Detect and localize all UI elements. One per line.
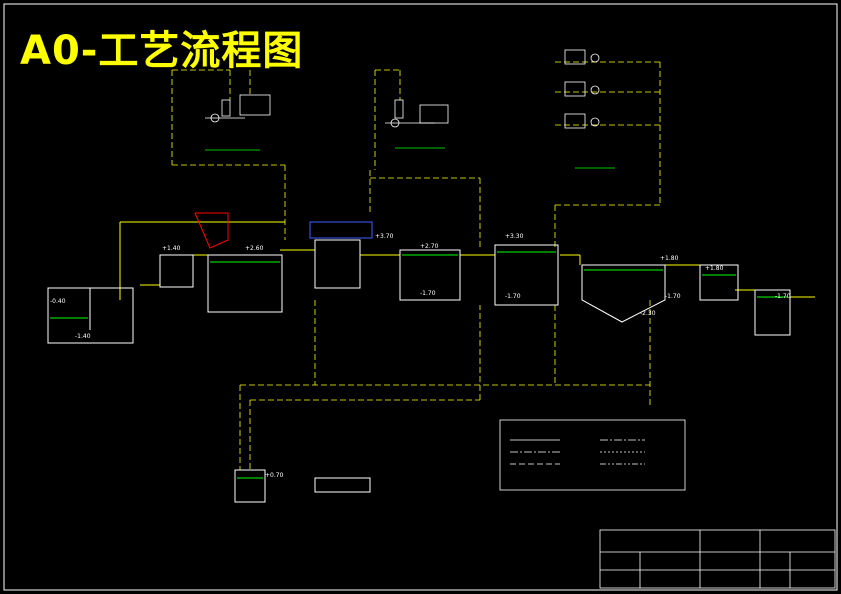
drawing-border [3, 3, 838, 591]
elev-label: -1.70 [775, 293, 791, 300]
legend [499, 419, 686, 491]
elevation-labels: +3.30 +2.70 +3.70 -1.70 -1.70 -1.70 -1.7… [50, 233, 791, 479]
elev-label: -1.70 [505, 293, 521, 300]
main-pipe [119, 221, 815, 300]
elev-label: -1.70 [420, 290, 436, 297]
sludge-tank [234, 469, 266, 503]
filter-tank [699, 264, 739, 301]
drawing-title: A0-工艺流程图 [20, 28, 304, 74]
dosing-unit-middle [374, 69, 449, 170]
regulating-tank [207, 254, 283, 313]
elev-label: -1.40 [75, 333, 91, 340]
elev-label: +1.40 [162, 245, 181, 252]
elev-label: +2.60 [245, 245, 264, 252]
water-levels [50, 251, 788, 479]
dosing-unit-right [555, 49, 661, 205]
elev-label: +3.70 [375, 233, 394, 240]
title-block [599, 529, 836, 589]
clarifier [581, 264, 666, 323]
oxidation-tank [314, 239, 361, 289]
dosing-unit-left [171, 69, 271, 165]
screen-canopy [194, 212, 229, 249]
clear-water-tank [754, 289, 791, 336]
elev-label: +1.80 [660, 255, 679, 262]
elev-label: +3.30 [505, 233, 524, 240]
tanks [47, 221, 791, 503]
sludge-press [314, 477, 371, 493]
elev-label: +2.70 [420, 243, 439, 250]
anoxic-tank [399, 249, 461, 301]
blower-cover [309, 221, 373, 239]
packed-tank [494, 244, 559, 306]
elev-label: +0.70 [265, 472, 284, 479]
elev-label: -0.40 [50, 298, 66, 305]
elev-label: -2.30 [640, 310, 656, 317]
dashed-feed-lines [172, 164, 660, 470]
elev-label: -1.70 [665, 293, 681, 300]
elev-label: +1.80 [705, 265, 724, 272]
inlet-well [159, 254, 194, 288]
